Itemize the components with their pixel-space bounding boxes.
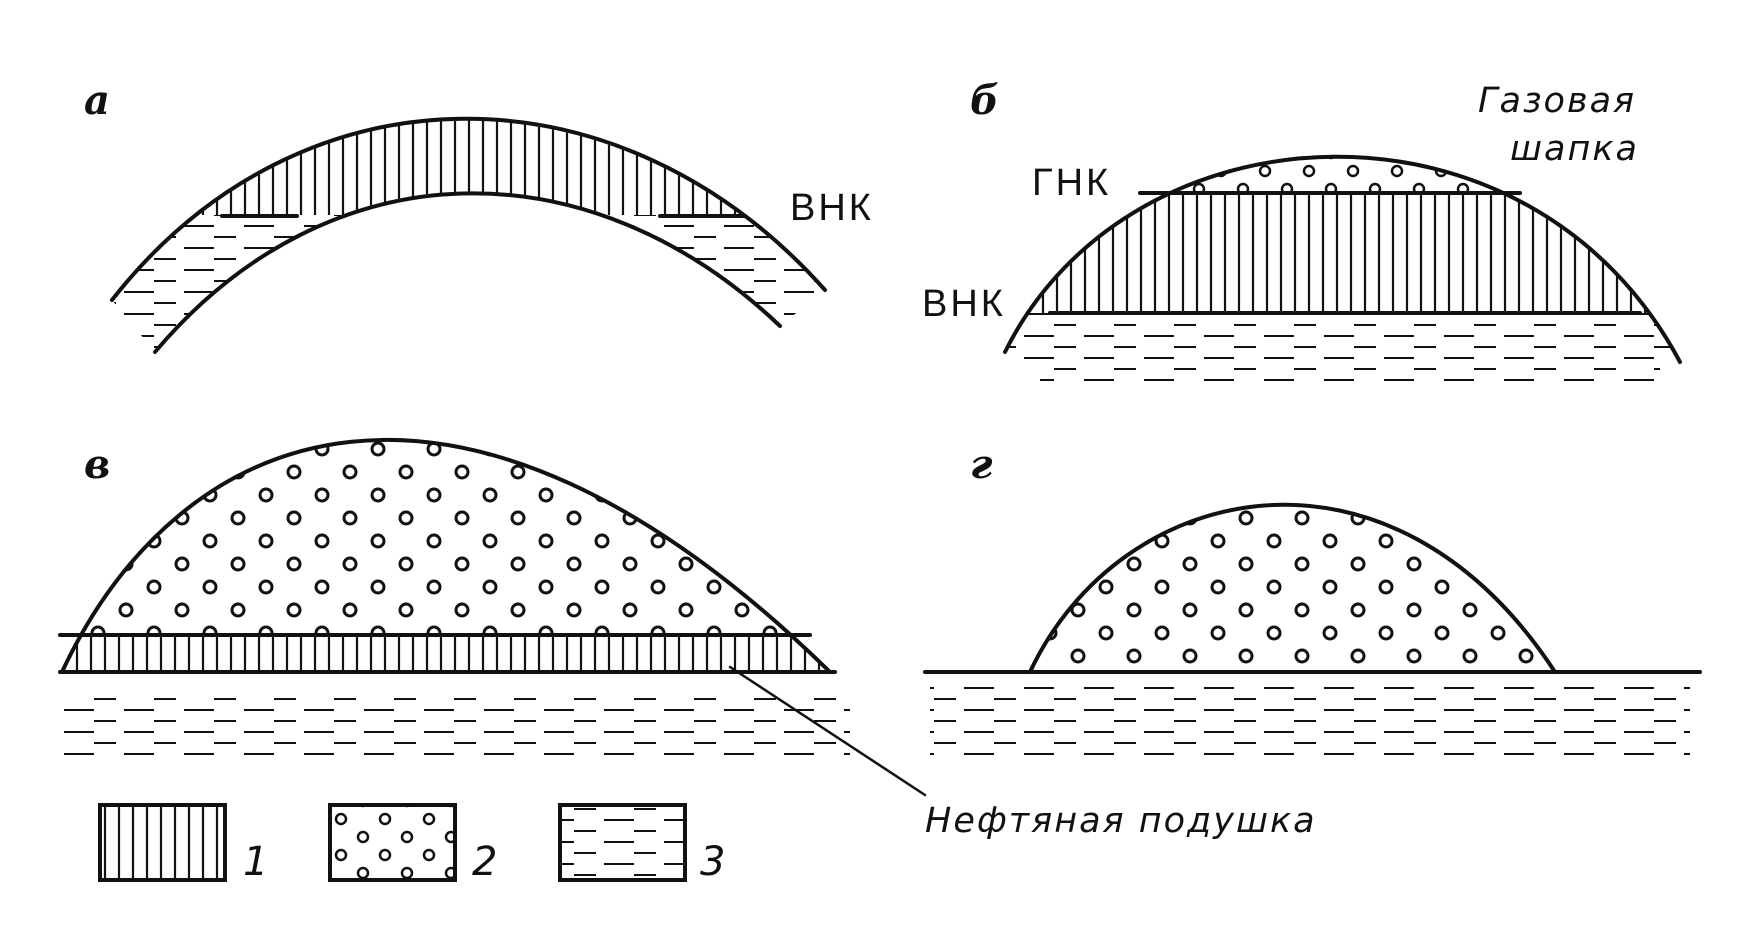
panel-c-gas-with-oil-rim: в Нефтяная подушка (58, 438, 1317, 841)
legend-oil-number: 1 (243, 839, 268, 885)
oil-rim-label: Нефтяная подушка (925, 801, 1317, 841)
panel-d-fluids (1030, 504, 1555, 672)
panel-a-letter: а (84, 77, 110, 124)
legend-item-water: 3 (558, 803, 725, 885)
panel-a-owc-label: ВНК (790, 187, 874, 229)
panel-c-dome-line (60, 438, 832, 674)
panel-b-water-fill-below (1040, 320, 1660, 390)
panel-c-oil-rim-fill (62, 635, 830, 672)
panel-b-oil-fill (1005, 193, 1680, 313)
panel-a-anticline: а ВНК (84, 77, 874, 354)
legend-water-swatch (558, 803, 687, 882)
panel-c-letter: в (84, 441, 110, 488)
panel-b-letter: б (970, 77, 999, 124)
panel-d-dome-line (1028, 502, 1557, 674)
panel-b-dome-line (1003, 154, 1682, 364)
panel-b-owc-label: ВНК (922, 283, 1006, 325)
panel-c-water-fill (60, 690, 850, 755)
panel-b-gas-cap-label-2: шапка (1510, 129, 1639, 169)
panel-a-bottom-bed-line (153, 191, 782, 354)
legend-gas-number: 2 (472, 839, 497, 885)
panel-b-goc-label: ГНК (1032, 162, 1111, 204)
oil-rim-leader-line (728, 665, 927, 797)
panel-d-gas-deposit: г (923, 441, 1702, 755)
legend-oil-swatch (98, 803, 227, 882)
panel-d-gas-fill (1030, 504, 1555, 672)
panel-a-top-bed-line (110, 116, 827, 302)
legend-gas-swatch (328, 803, 457, 882)
legend-water-number: 3 (700, 839, 725, 885)
legend-item-oil: 1 (98, 803, 268, 885)
panel-d-water-fill (930, 685, 1690, 755)
panel-b-gas-oil-trap: б ГНК ВНК Газовая шапка (922, 77, 1682, 390)
panel-d-letter: г (970, 441, 993, 488)
panel-b-gas-cap-label-1: Газовая (1478, 81, 1636, 121)
legend-item-gas: 2 (328, 803, 497, 885)
legend: 1 2 3 (98, 803, 725, 885)
